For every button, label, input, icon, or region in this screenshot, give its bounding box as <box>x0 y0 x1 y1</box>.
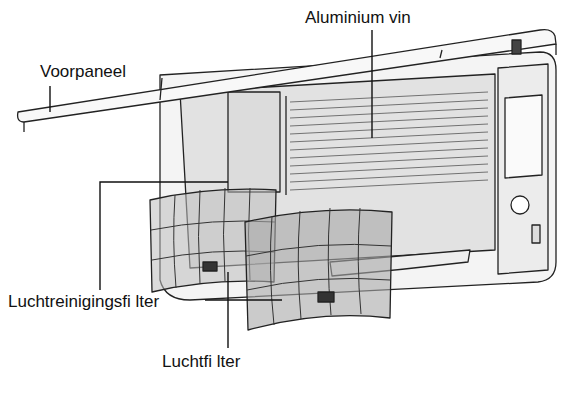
part-label: Aluminium vin <box>305 8 411 28</box>
part-label: Voorpaneel <box>40 62 126 82</box>
part-label: Luchtfi lter <box>162 352 240 372</box>
part-label: Luchtreinigingsfi lter <box>8 292 159 312</box>
